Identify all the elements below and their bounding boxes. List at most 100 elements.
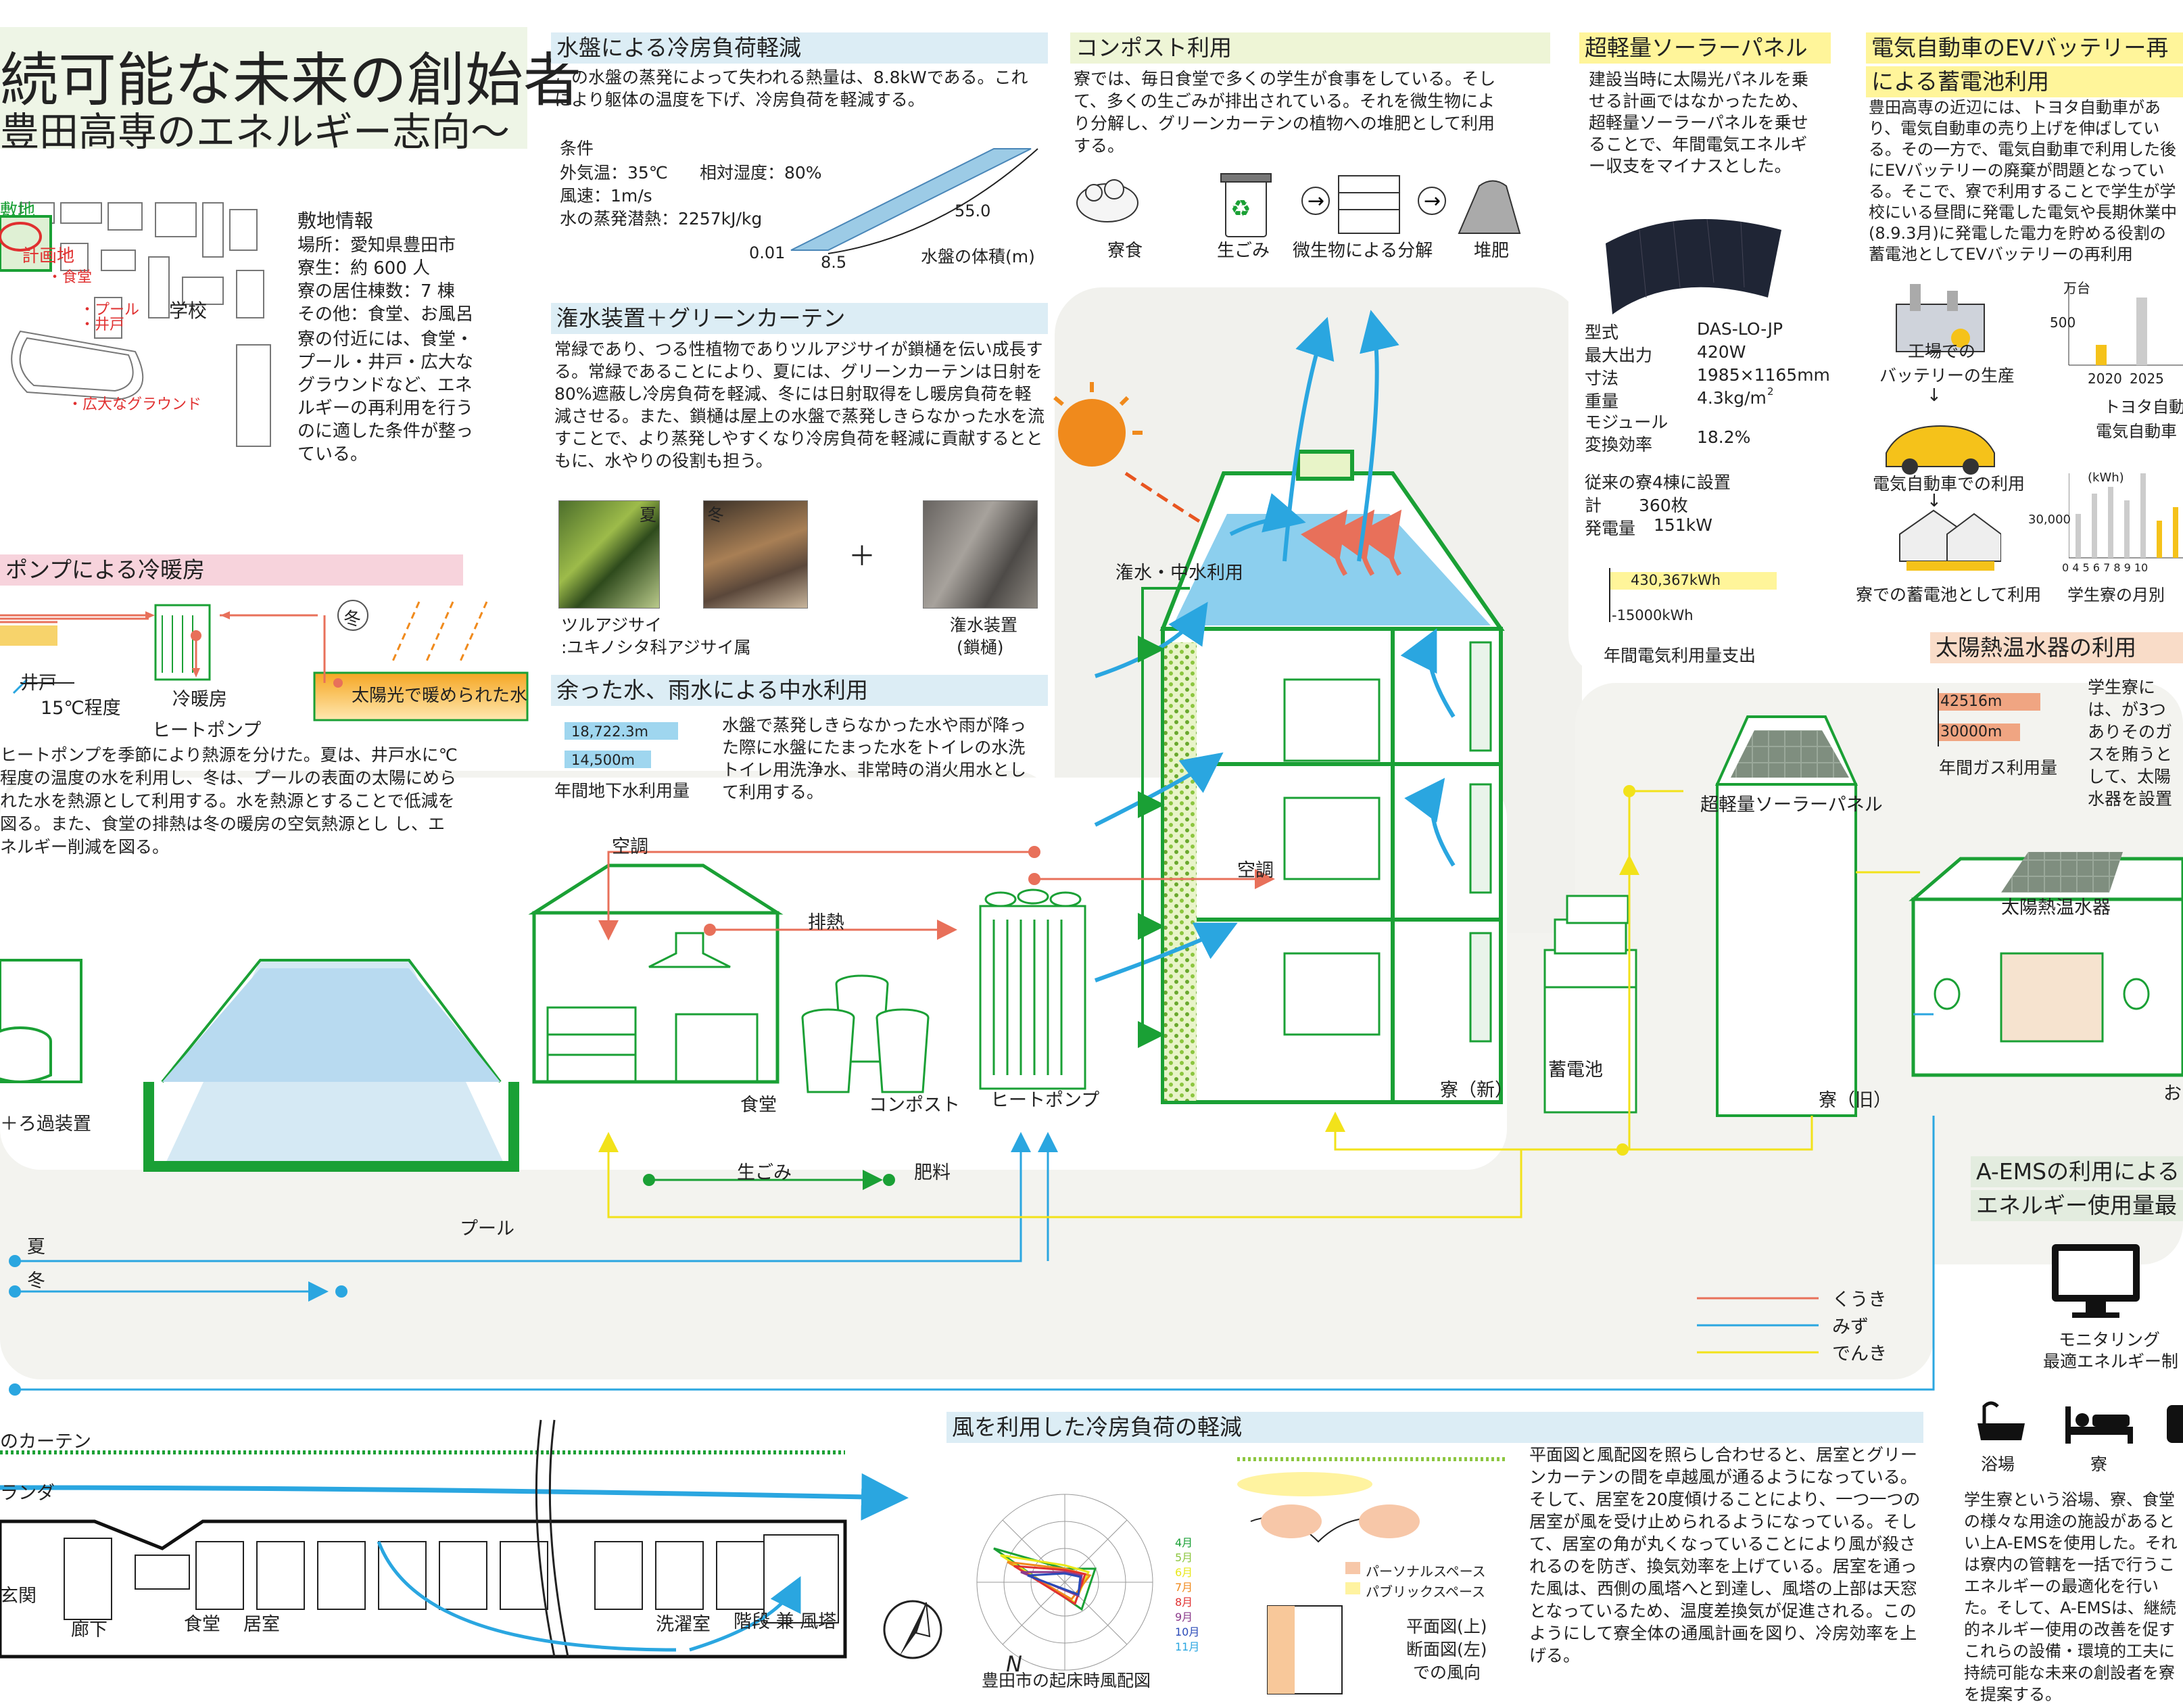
solarheat-v2: 30000m (1940, 723, 2002, 740)
hp-ido: 井戸 (20, 673, 57, 694)
svg-text:→: → (1424, 189, 1441, 213)
aems-mon-2: 最適エネルギー制 (2043, 1352, 2179, 1371)
solar-desc: 建設当時に太陽光パネルを乗せる計画ではなかったため、超軽量ソーラーパネルを乗せる… (1589, 70, 1809, 176)
ev-chart1-x1: 2020 (2088, 371, 2122, 387)
compost-desc: 寮では、毎日食堂で多くの学生が食事をしている。そして、多くの生ごみが排出されてい… (1074, 69, 1496, 156)
solar-spec-v-2: 1985×1165mm (1697, 365, 1830, 385)
photo-chain-gutter (923, 500, 1038, 609)
photo-winter-plant (703, 500, 808, 609)
dg-kankyo: 潅水・中水利用 (1116, 563, 1243, 584)
ev-chart1-cap2: 電気自動車 (2096, 422, 2177, 441)
wind-desc: 平面図と風配図を照らし合わせると、居室とグリーンカーテンの間を卓越風が通るように… (1529, 1445, 1921, 1665)
hp-unit1: 冷暖房 (172, 689, 227, 710)
green-heading: 潅水装置＋グリーンカーテン (551, 303, 1048, 334)
dg-dorm-old: 寮（旧） (1819, 1090, 1892, 1111)
hp-unit2: ヒートポンプ (152, 720, 262, 741)
rain-bar-1 (565, 722, 678, 740)
solar-bar-pos-label: 430,367kWh (1631, 572, 1721, 588)
mizuban-box (790, 148, 1038, 254)
dg-dorm-new: 寮（新） (1440, 1080, 1513, 1101)
ev-arrow-1: ↓ (1927, 385, 1942, 406)
solar-panel-image (1606, 218, 1781, 314)
compost-icons: ♻ → → (1076, 173, 1521, 237)
hp-solar-water: 太陽光で暖められた水 (352, 686, 528, 706)
rain-heading: 余った水、雨水による中水利用 (551, 675, 1048, 706)
rain-v2: 14,500m (571, 752, 635, 768)
compost-step-1: 寮食 (1107, 241, 1143, 261)
compost-step-3: 微生物による分解 (1293, 241, 1433, 261)
ev-factory-2: バッテリーの生産 (1879, 366, 2015, 385)
wind-month-2: 6月 (1175, 1566, 1193, 1579)
rain-desc: 水盤で蒸発しきらなかった水や雨が降った際に水盤にたまった水をトイレの水洗トイレ用… (722, 715, 1027, 802)
aems-desc: 学生寮という浴場、寮、食堂の様々な用途の施設があるとい上A-EMSを使用した。そ… (1964, 1490, 2178, 1704)
ev-heading-1: 電気自動車のEVバッテリー再 (1866, 32, 2183, 64)
solar-bar-caption: 年間電気利用量支出 (1604, 646, 1756, 665)
plan-kaidan: 階段 兼 風塔 (734, 1611, 837, 1632)
ev-chart-2 (2069, 473, 2183, 559)
dg-shokudo: 食堂 (740, 1095, 777, 1116)
hp-winter: 冬 (343, 609, 362, 630)
aems-i1: 浴場 (1981, 1454, 2015, 1474)
legend-air: くうき (1832, 1289, 1887, 1310)
ev-chart-1 (2068, 284, 2183, 366)
site-info-line-2: 寮生：約 600 人 (297, 258, 431, 279)
monitor-icon (2052, 1244, 2140, 1318)
site-map: 敷地 (0, 196, 284, 487)
green-plant-1: ツルアジサイ (561, 615, 663, 635)
site-info-line-4: その他：食堂、お風呂 (297, 304, 474, 325)
solarheat-desc: 学生寮には、が3つありそのガスを賄うとして、太陽水器を設置 (2088, 678, 2173, 809)
ev-icons (1886, 284, 2001, 571)
solar-spec-v-0: DAS-LO-JP (1697, 319, 1783, 339)
rain-v1: 18,722.3m (571, 723, 648, 740)
dg-filter: ＋ろ過装置 (0, 1114, 91, 1135)
mizuban-vol-label: 水盤の体積(m) (921, 247, 1035, 266)
ev-desc: 豊田高専の近辺には、トヨタ自動車があり、電気自動車の売り上げを伸ばしている。その… (1869, 98, 2177, 264)
wind-heading: 風を利用した冷房負荷の軽減 (946, 1412, 1923, 1443)
compost-heading: コンポスト利用 (1070, 32, 1550, 64)
mizuban-cond-title: 条件 (560, 139, 594, 158)
rain-caption: 年間地下水利用量 (554, 781, 690, 801)
ev-heading-2: による蓄電池利用 (1866, 66, 2183, 97)
wind-month-3: 7月 (1175, 1581, 1193, 1594)
white-top-right (1568, 0, 2183, 676)
wind-month-4: 8月 (1175, 1596, 1193, 1609)
svg-text:→: → (1308, 189, 1324, 213)
heatpump-heading: ポンプによる冷暖房 (0, 554, 463, 586)
solar-spec-k-3: 重量 (1585, 392, 1619, 411)
svg-text:♻: ♻ (1230, 195, 1251, 222)
solarheat-bar-2 (1939, 723, 2020, 741)
solar-note-2k: 計 (1585, 496, 1602, 515)
dg-haine: 排熱 (808, 912, 844, 933)
green-desc: 常緑であり、つる性植物でありツルアジサイが鎖樋を伝い成長する。常緑であることによ… (554, 339, 1045, 471)
dg-hiryo: 肥料 (914, 1162, 951, 1183)
mizuban-dim-w: 8.5 (821, 253, 847, 272)
dg-namagomi: 生ごみ (737, 1162, 792, 1183)
wind-month-7: 11月 (1175, 1640, 1200, 1653)
rain-bar-2 (565, 751, 651, 768)
dg-solar-heater: 太陽熱温水器 (2001, 897, 2111, 918)
bed-icon (2065, 1406, 2133, 1444)
compost-step-2: 生ごみ (1217, 241, 1270, 261)
ev-house: 寮での蓄電池として利用 (1856, 585, 2042, 604)
solar-spec-k-1: 最大出力 (1585, 346, 1653, 365)
mizuban-dim-h: 0.01 (749, 243, 786, 262)
dg-solar-panel: 超軽量ソーラーパネル (1700, 794, 1883, 815)
wind-cap-3: での風向 (1413, 1663, 1481, 1682)
map-label-ido: ・井戸 (80, 316, 125, 333)
mizuban-cond-4: 水の蒸発潜熱：2257kJ/kg (560, 209, 763, 229)
dg-pool: プール (460, 1218, 514, 1239)
title-block (0, 27, 527, 149)
solar-spec-v-3: 4.3kg/m (1697, 388, 1767, 408)
dg-natsu: 夏 (27, 1237, 45, 1258)
mizuban-desc: この水盤の蒸発によって失われる熱量は、8.8kWである。これにより躯体の温度を下… (554, 68, 1028, 110)
ev-car: 電気自動車での利用 (1873, 474, 2025, 494)
plan-genkan: 玄関 (0, 1586, 37, 1607)
dg-fuyu: 冬 (27, 1271, 45, 1291)
solar-note-2v: 360枚 (1639, 496, 1688, 515)
wind-pub: パブリックスペース (1366, 1584, 1485, 1600)
dg-kucho-2: 空調 (1237, 860, 1274, 881)
mizuban-heading: 水盤による冷房負荷軽減 (551, 32, 1048, 64)
ev-arrow-2: ↓ (1927, 491, 1942, 511)
aems-heading-1: A-EMSの利用による (1971, 1156, 2183, 1187)
